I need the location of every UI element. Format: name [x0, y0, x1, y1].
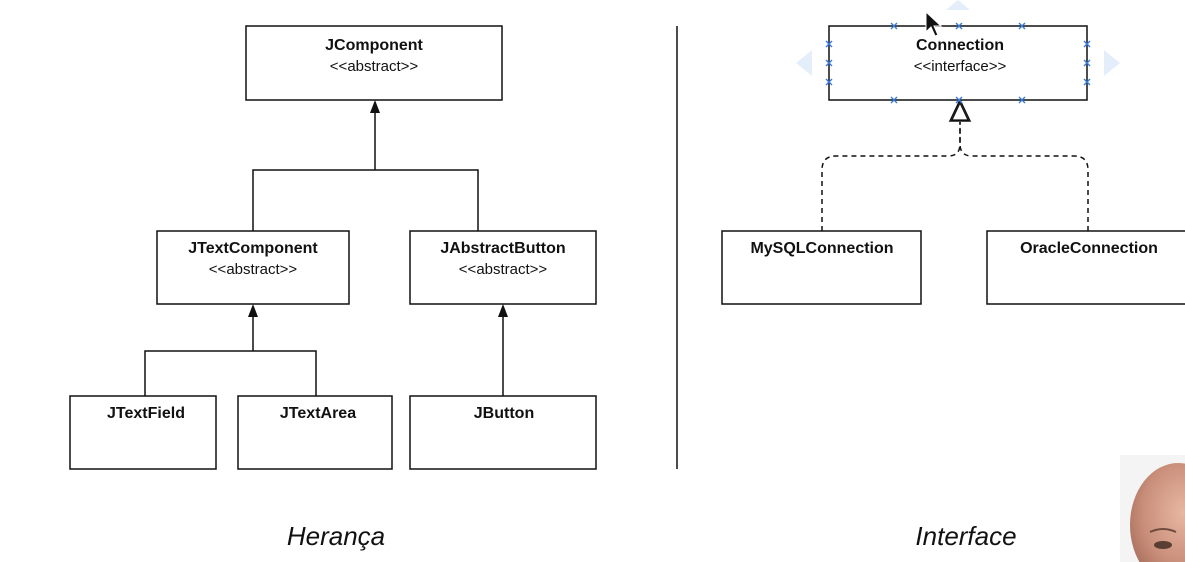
class-jtextcomponent[interactable]: JTextComponent <<abstract>>: [156, 230, 350, 305]
class-jtextfield[interactable]: JTextField: [69, 395, 217, 470]
class-name: JComponent: [325, 37, 423, 54]
resize-handle[interactable]: [1018, 96, 1026, 104]
class-oracleconnection[interactable]: OracleConnection: [986, 230, 1185, 305]
class-jtextarea[interactable]: JTextArea: [237, 395, 393, 470]
resize-handle[interactable]: [1018, 22, 1026, 30]
resize-handle[interactable]: [1083, 59, 1091, 67]
interface-diagram: Connection <<interface>> MySQLConnection…: [721, 0, 1185, 551]
realization-arrowhead-2: [951, 101, 969, 121]
class-jbutton[interactable]: JButton: [409, 395, 597, 470]
resize-handle[interactable]: [1083, 78, 1091, 86]
class-stereotype: <<abstract>>: [459, 261, 548, 278]
class-connection[interactable]: Connection <<interface>>: [825, 22, 1091, 104]
arrowhead-jabstractbutton: [498, 304, 508, 317]
class-name: JTextArea: [280, 405, 356, 422]
resize-handle[interactable]: [955, 22, 963, 30]
class-name: JTextComponent: [188, 240, 318, 257]
resize-handle[interactable]: [825, 78, 833, 86]
class-name: OracleConnection: [1020, 240, 1158, 257]
selection-halo[interactable]: [796, 0, 1120, 76]
realization-edge-oracle: [959, 122, 1089, 231]
class-name: JTextField: [107, 405, 185, 422]
class-name: Connection: [916, 37, 1004, 54]
mouse-cursor-icon: [925, 10, 943, 37]
resize-handle[interactable]: [890, 96, 898, 104]
selection-handles[interactable]: [825, 22, 1091, 104]
heranca-diagram: JComponent <<abstract>> JTextComponent <…: [69, 25, 597, 551]
generalization-connector-level2: [144, 350, 317, 396]
interface-edges: [821, 98, 1089, 231]
class-name: MySQLConnection: [750, 240, 893, 257]
generalization-connector-level1: [252, 169, 479, 232]
presenter-video-thumbnail: [1120, 455, 1185, 562]
resize-handle[interactable]: [890, 22, 898, 30]
caption-interface: Interface: [915, 521, 1016, 551]
realization-edge-mysql: [821, 122, 961, 231]
resize-handle[interactable]: [1083, 40, 1091, 48]
class-stereotype: <<abstract>>: [330, 58, 419, 75]
class-stereotype: <<interface>>: [914, 58, 1007, 75]
halo-arrow-up-icon[interactable]: [946, 0, 970, 10]
class-jabstractbutton[interactable]: JAbstractButton <<abstract>>: [409, 230, 597, 305]
class-mysqlconnection[interactable]: MySQLConnection: [721, 230, 922, 305]
class-name: JAbstractButton: [440, 240, 565, 257]
resize-handle[interactable]: [955, 96, 963, 104]
caption-heranca: Herança: [287, 521, 385, 551]
class-name: JButton: [474, 405, 534, 422]
arrowhead-jcomponent: [370, 100, 380, 113]
resize-handle[interactable]: [825, 40, 833, 48]
halo-arrow-left-icon[interactable]: [796, 50, 812, 76]
halo-arrow-right-icon[interactable]: [1104, 50, 1120, 76]
class-stereotype: <<abstract>>: [209, 261, 298, 278]
arrowhead-jtextcomponent: [248, 304, 258, 317]
class-jcomponent[interactable]: JComponent <<abstract>>: [245, 25, 503, 101]
heranca-edges: [144, 100, 508, 396]
resize-handle[interactable]: [825, 59, 833, 67]
